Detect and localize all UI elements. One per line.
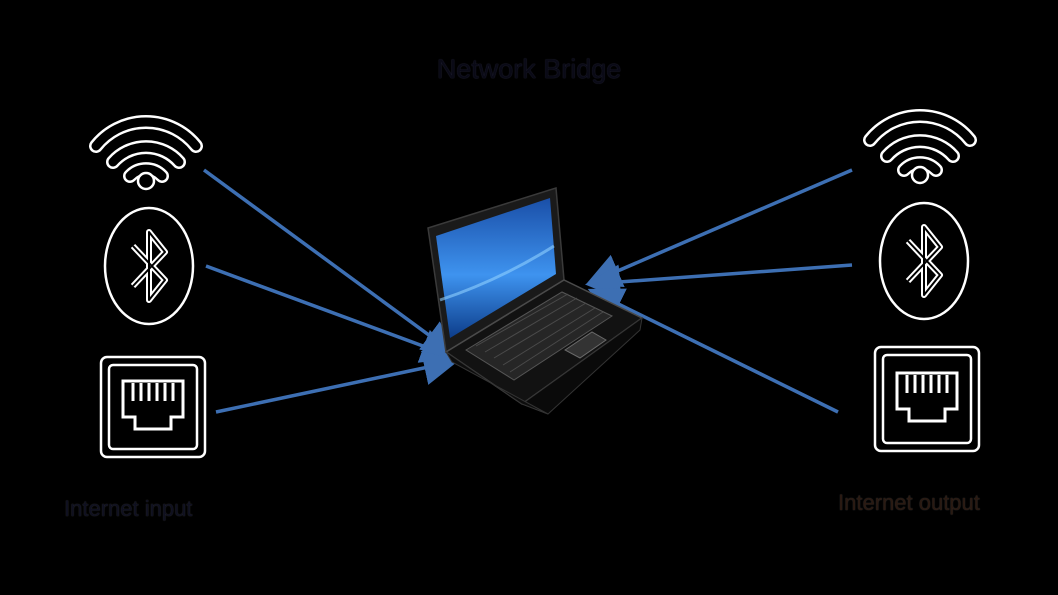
bluetooth-icon <box>103 206 195 326</box>
arrow-bluetooth-in <box>205 264 457 363</box>
arrow-wifi-in <box>202 168 458 357</box>
laptop-icon <box>427 187 644 415</box>
arrow-ethernet-in <box>215 350 459 414</box>
arrow-ethernet-out <box>587 288 839 414</box>
left-arrows <box>202 168 459 414</box>
arrow-wifi-out <box>585 168 853 287</box>
bluetooth-icon <box>878 201 970 321</box>
right-arrows <box>585 168 853 414</box>
output-caption: Internet output <box>838 490 980 515</box>
wifi-icon <box>89 114 203 191</box>
diagram-title: Network Bridge <box>436 54 622 84</box>
arrow-bluetooth-out <box>585 263 853 300</box>
ethernet-port-icon <box>873 345 981 453</box>
input-caption: Internet input <box>64 496 193 521</box>
wifi-icon <box>863 108 977 185</box>
ethernet-port-icon <box>99 355 207 459</box>
